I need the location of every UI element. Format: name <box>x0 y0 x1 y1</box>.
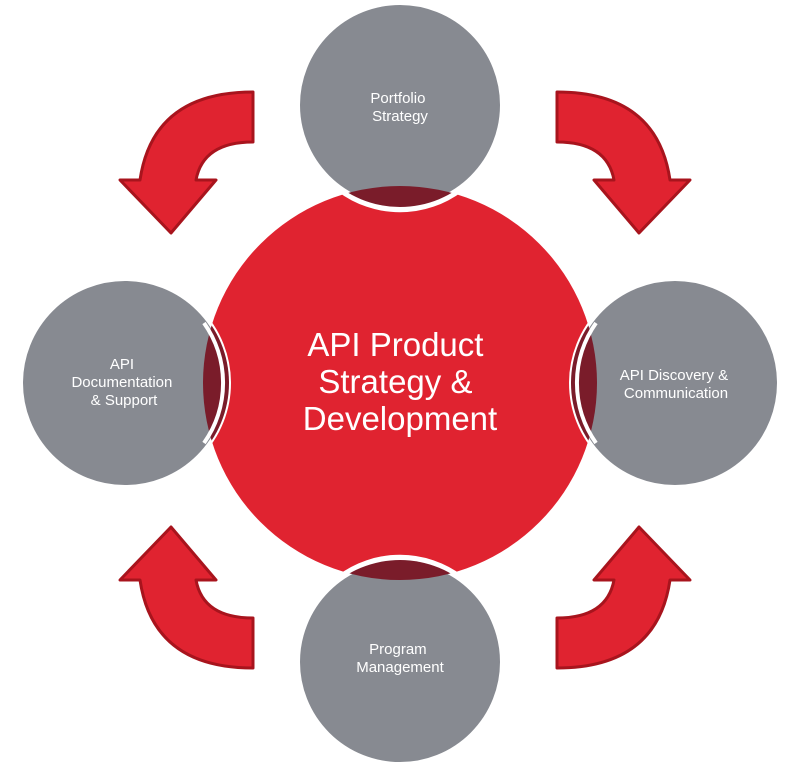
arrow-top-right <box>555 90 692 235</box>
api-discovery-label: API Discovery & Communication <box>620 367 733 402</box>
label-line: API <box>110 356 134 373</box>
program-management-label: Program Management <box>356 641 444 676</box>
center-label-line: Development <box>303 400 497 437</box>
api-documentation-label: API Documentation & Support <box>71 356 176 409</box>
arrow-bottom-right <box>555 525 692 670</box>
center-circle <box>203 186 597 580</box>
label-line: Strategy <box>372 108 428 125</box>
label-line: Documentation <box>71 374 172 391</box>
arrow-bottom-left <box>118 525 255 670</box>
label-line: Portfolio <box>370 90 425 107</box>
label-line: Program <box>369 641 427 658</box>
center-label-line: API Product <box>307 326 483 363</box>
center-label-line: Strategy & <box>318 363 472 400</box>
label-line: Communication <box>624 385 728 402</box>
portfolio-strategy-label: Portfolio Strategy <box>370 90 429 125</box>
label-line: API Discovery & <box>620 367 728 384</box>
label-line: & Support <box>91 392 159 409</box>
center-label: API Product Strategy & Development <box>303 326 497 437</box>
arrow-top-left <box>118 90 255 235</box>
overlap-outlines <box>202 188 598 579</box>
label-line: Management <box>356 659 444 676</box>
